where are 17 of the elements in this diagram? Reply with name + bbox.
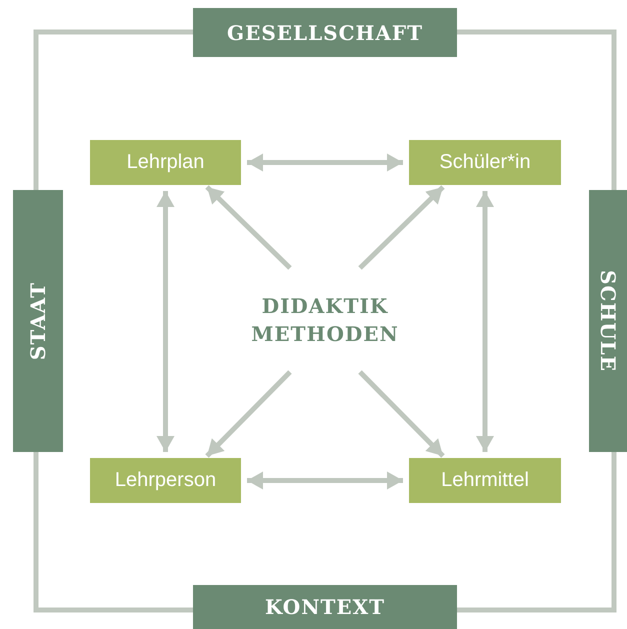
arrow <box>358 370 445 458</box>
arrow <box>247 154 403 172</box>
concept-box: Lehrplan <box>90 140 241 185</box>
arrow <box>358 185 445 270</box>
arrow <box>476 191 494 452</box>
category-band: KONTEXT <box>193 585 457 629</box>
concept-box: Lehrmittel <box>409 458 561 503</box>
category-band: STAAT <box>13 190 63 452</box>
arrow <box>205 185 292 270</box>
concept-box: Schüler*in <box>409 140 561 185</box>
concept-box: Lehrperson <box>90 458 241 503</box>
category-band: SCHULE <box>589 190 627 452</box>
arrow <box>247 472 403 490</box>
category-band: GESELLSCHAFT <box>193 8 457 57</box>
arrow <box>205 370 292 458</box>
center-label: DIDAKTIK METHODEN <box>248 268 402 372</box>
arrow <box>156 191 174 452</box>
